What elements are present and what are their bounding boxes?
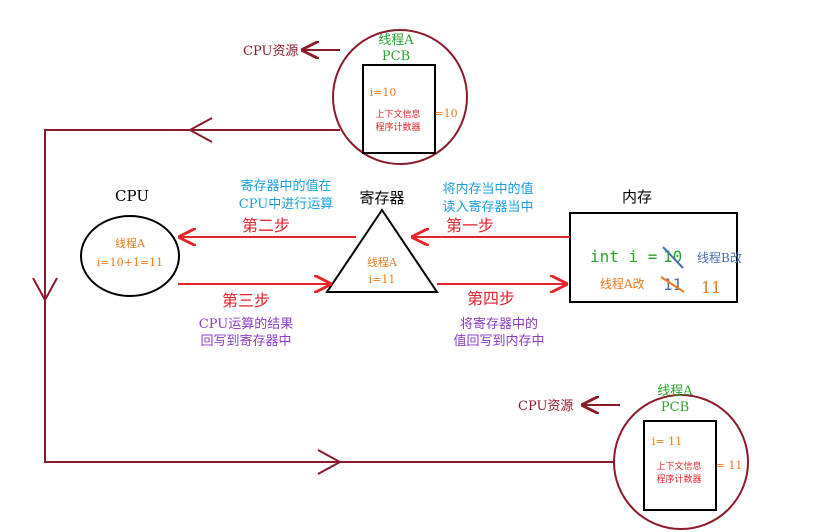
pcb-top-context-line1: 上下文信息 bbox=[375, 108, 420, 120]
pcb-top-context-line2: 程序计数器 bbox=[375, 121, 420, 133]
cpu: CPU 线程A i=10+1=11 bbox=[80, 187, 180, 297]
memory-strike-blue bbox=[662, 246, 684, 269]
step2-desc-line1: 寄存器中的值在 bbox=[240, 178, 331, 194]
cpu-thread: 线程A bbox=[115, 236, 146, 250]
step4-label: 第四步 bbox=[467, 289, 515, 308]
cpu-expr: i=10+1=11 bbox=[97, 256, 163, 269]
pcb-bottom-context-line1: 上下文信息 bbox=[656, 460, 701, 472]
register-value: i=11 bbox=[369, 273, 396, 286]
step-descriptions: 将内存当中的值 读入寄存器当中 寄存器中的值在 CPU中进行运算 CPU运算的结… bbox=[199, 178, 545, 349]
memory-strike-orange bbox=[660, 276, 685, 293]
step3-desc-line2: 回写到寄存器中 bbox=[200, 333, 291, 349]
step-labels: 第一步 第二步 第三步 第四步 bbox=[222, 216, 515, 310]
register: 寄存器 线程A i=11 bbox=[325, 189, 439, 293]
pcb-bottom-context-value: = 11 bbox=[716, 459, 743, 472]
loop-arrow-left-top bbox=[187, 117, 213, 143]
memory-box bbox=[569, 212, 738, 303]
step3-desc-line1: CPU运算的结果 bbox=[199, 316, 293, 332]
pcb-bottom-pcb-label: PCB bbox=[661, 400, 689, 415]
cpu-ellipse bbox=[80, 215, 180, 297]
step1-label: 第一步 bbox=[446, 216, 494, 235]
pcb-top-box bbox=[362, 64, 436, 154]
register-triangle bbox=[325, 208, 439, 293]
pcb-bottom-box bbox=[643, 420, 717, 511]
memory-thread-a-note: 线程A改 bbox=[600, 276, 645, 291]
register-title: 寄存器 bbox=[359, 189, 404, 207]
pcb-top-context-value: =10 bbox=[434, 107, 457, 120]
pcb-bottom-i-value: i= 11 bbox=[652, 435, 682, 448]
pcb-bottom-context-line2: 程序计数器 bbox=[656, 473, 701, 485]
pcb-bottom: 线程A PCB i= 11 上下文信息 程序计数器 = 11 CPU资源 bbox=[518, 384, 749, 530]
pcb-top-i-value: i=10 bbox=[370, 86, 397, 99]
memory: 内存 int i = 10 线程B改 线程A改 11 11 bbox=[569, 188, 742, 303]
pcb-top-pcb-label: PCB bbox=[382, 49, 410, 64]
step4-desc-line2: 值回写到内存中 bbox=[453, 333, 544, 349]
memory-title: 内存 bbox=[622, 188, 652, 206]
context-switch-loop bbox=[32, 117, 620, 475]
pcb-top-thread-label: 线程A bbox=[378, 33, 414, 48]
loop-arrow-down bbox=[32, 277, 58, 303]
pcb-top: 线程A PCB i=10 上下文信息 程序计数器 =10 CPU资源 bbox=[243, 29, 468, 165]
step3-label: 第三步 bbox=[222, 291, 270, 310]
pcb-bottom-cpu-resource: CPU资源 bbox=[518, 399, 573, 414]
step1-desc-line2: 读入寄存器当中 bbox=[442, 199, 533, 215]
step4-desc-line1: 将寄存器中的 bbox=[460, 316, 538, 332]
memory-thread-b-note: 线程B改 bbox=[697, 250, 742, 265]
loop-arrow-right-bottom bbox=[317, 449, 343, 475]
pcb-top-cpu-resource: CPU资源 bbox=[243, 44, 298, 59]
register-thread: 线程A bbox=[367, 255, 398, 269]
memory-new-value: 11 bbox=[701, 278, 721, 297]
step1-desc-line1: 将内存当中的值 bbox=[442, 181, 533, 197]
memory-code: int i = bbox=[590, 247, 657, 266]
step2-desc-line2: CPU中进行运算 bbox=[239, 197, 333, 212]
pcb-bottom-thread-label: 线程A bbox=[657, 384, 693, 399]
cpu-title: CPU bbox=[115, 187, 149, 205]
step2-label: 第二步 bbox=[242, 216, 290, 235]
step-arrows bbox=[178, 237, 570, 284]
